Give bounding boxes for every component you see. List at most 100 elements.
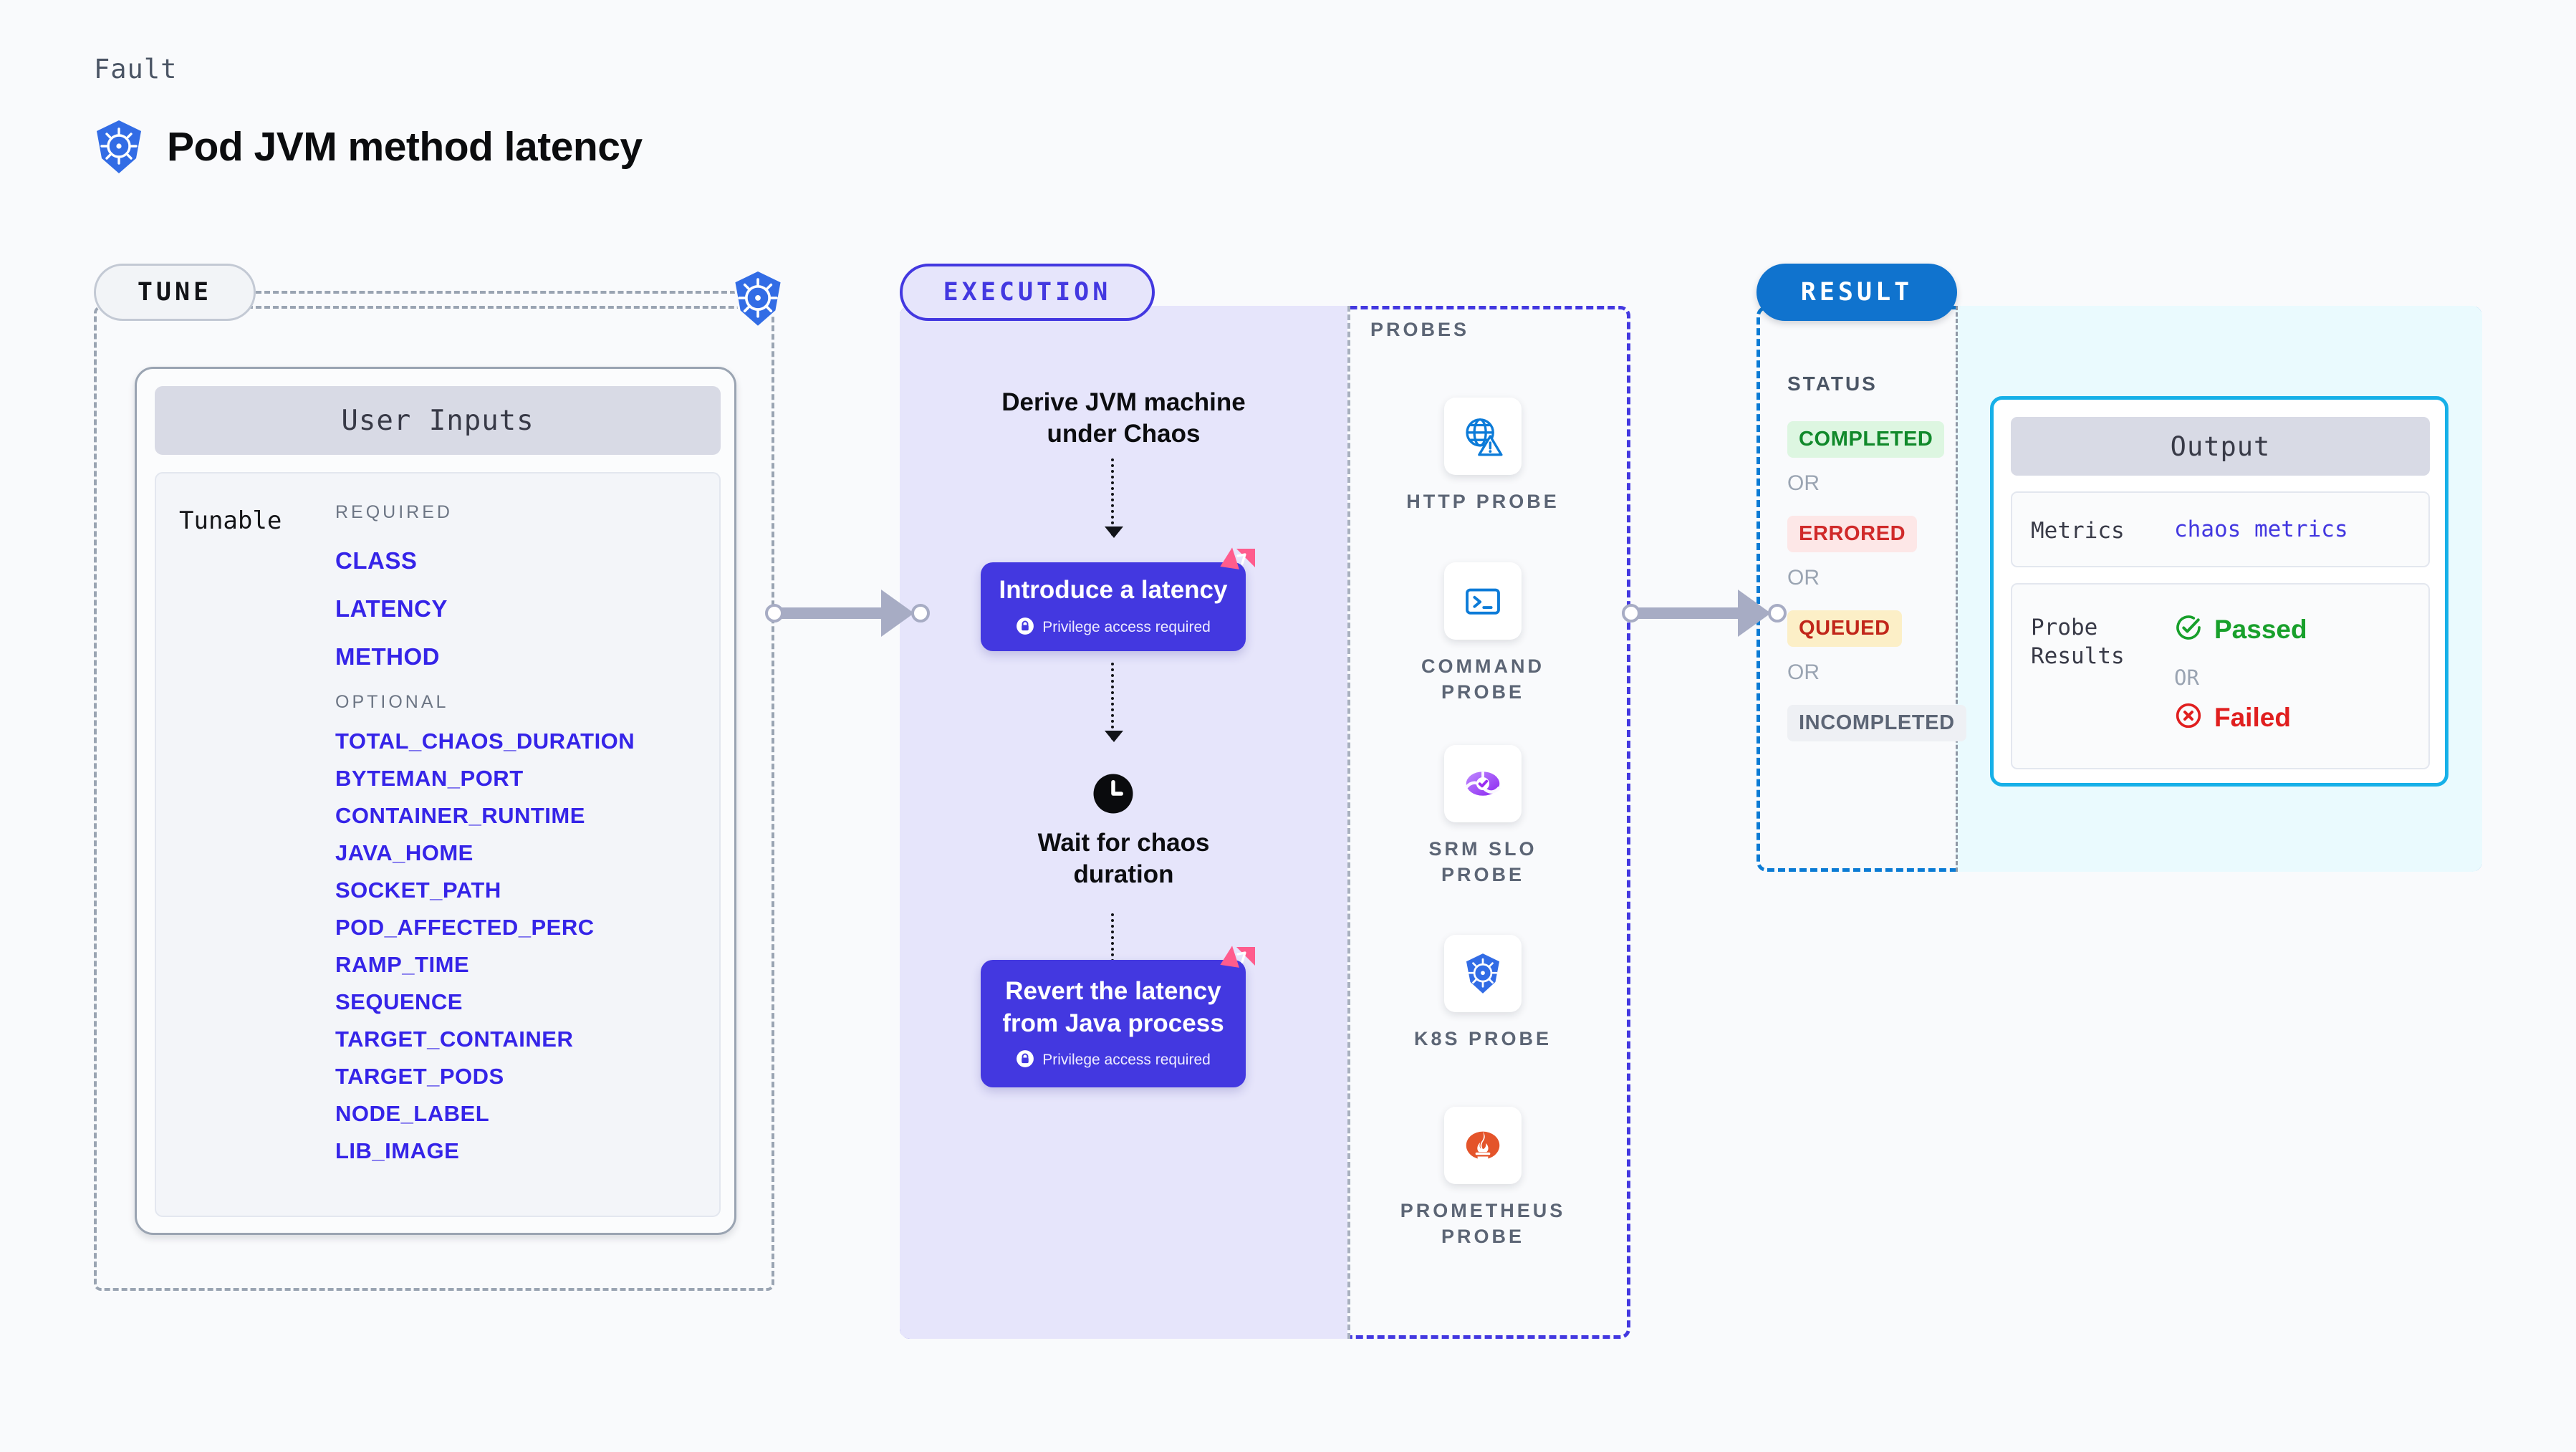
probes-divider xyxy=(1347,306,1350,1339)
optional-parameter-item[interactable]: NODE_LABEL xyxy=(335,1101,490,1126)
tune-area xyxy=(94,306,774,1291)
status-or-label: OR xyxy=(1787,471,1820,495)
connector-arrowhead xyxy=(1738,590,1771,637)
status-badge-completed: COMPLETED xyxy=(1787,421,1945,458)
tune-kubernetes-badge-icon xyxy=(731,269,785,332)
flow-arrow-1 xyxy=(1105,458,1123,538)
required-parameter-item[interactable]: METHOD xyxy=(335,643,440,670)
lock-icon xyxy=(1016,617,1034,639)
optional-parameter-item[interactable]: TOTAL_CHAOS_DURATION xyxy=(335,729,635,754)
optional-parameter-item[interactable]: LIB_IMAGE xyxy=(335,1138,460,1163)
connector-dot-end xyxy=(1768,604,1787,622)
optional-parameter-item[interactable]: JAVA_HOME xyxy=(335,840,474,865)
status-title: STATUS xyxy=(1787,372,1878,395)
required-group-label: REQUIRED xyxy=(335,502,453,522)
optional-parameter-item[interactable]: POD_AFFECTED_PERC xyxy=(335,915,595,940)
flow-arrow-2 xyxy=(1105,663,1123,742)
status-badge-queued: QUEUED xyxy=(1787,610,1902,647)
terminal-icon xyxy=(1444,562,1522,640)
tune-pill[interactable]: TUNE xyxy=(94,264,256,321)
litmus-chaos-icon-2 xyxy=(1216,944,1258,988)
passed-label: Passed xyxy=(2214,614,2307,644)
execution-pill[interactable]: EXECUTION xyxy=(900,264,1155,321)
clock-icon xyxy=(1092,772,1135,819)
required-parameter-list: CLASS LATENCY METHOD xyxy=(335,547,708,670)
globe-warning-icon xyxy=(1444,398,1522,475)
result-status-divider xyxy=(1956,306,1958,872)
privilege-text-1: Privilege access required xyxy=(1042,619,1211,636)
probe-result-failed: Failed xyxy=(2174,701,2291,734)
connector-dot-start xyxy=(765,604,784,622)
status-badge-errored: ERRORED xyxy=(1787,516,1918,552)
connector-bar xyxy=(781,607,881,619)
metrics-value-link[interactable]: chaos metrics xyxy=(2174,516,2348,542)
tune-to-execution-connector xyxy=(765,590,930,637)
status-or-label: OR xyxy=(1787,660,1820,684)
probe-item-k8s[interactable]: K8S PROBE xyxy=(1365,935,1601,1052)
connector-dot-end xyxy=(911,604,930,622)
probe-result-or: OR xyxy=(2174,665,2199,690)
status-or-label: OR xyxy=(1787,566,1820,590)
result-pill[interactable]: RESULT xyxy=(1756,264,1957,321)
kubernetes-icon xyxy=(94,119,144,175)
failed-label: Failed xyxy=(2214,702,2291,732)
optional-parameter-item[interactable]: BYTEMAN_PORT xyxy=(335,766,524,791)
connector-bar xyxy=(1638,607,1738,619)
execution-fill xyxy=(900,306,1347,1339)
privilege-row-2: Privilege access required xyxy=(1016,1049,1211,1072)
metrics-key: Metrics xyxy=(2031,518,2125,544)
required-parameter-item[interactable]: LATENCY xyxy=(335,595,448,622)
metrics-row: Metrics chaos metrics xyxy=(2011,491,2430,567)
check-circle-icon xyxy=(2174,613,2203,645)
x-circle-icon xyxy=(2174,701,2203,734)
parameter-column: REQUIRED CLASS LATENCY METHOD OPTIONAL TOT… xyxy=(335,502,708,1164)
optional-parameter-item[interactable]: RAMP_TIME xyxy=(335,952,470,977)
privilege-text-2: Privilege access required xyxy=(1042,1052,1211,1069)
output-title: Output xyxy=(2011,417,2430,476)
prometheus-icon xyxy=(1444,1107,1522,1184)
page-header: Pod JVM method latency xyxy=(94,119,643,175)
required-parameter-item[interactable]: CLASS xyxy=(335,547,418,574)
lock-icon xyxy=(1016,1049,1034,1072)
optional-parameter-list: TOTAL_CHAOS_DURATION BYTEMAN_PORT CONTAINE… xyxy=(335,729,708,1164)
page-title: Pod JVM method latency xyxy=(167,124,643,170)
execution-block-introduce-latency[interactable]: Introduce a latency Privilege access req… xyxy=(981,562,1246,651)
probe-item-http[interactable]: HTTP PROBE xyxy=(1365,398,1601,515)
probe-label-http: HTTP PROBE xyxy=(1406,491,1559,512)
page-kicker: Fault xyxy=(94,54,178,85)
slo-gauge-icon xyxy=(1444,745,1522,822)
kubernetes-icon xyxy=(1444,935,1522,1012)
tune-pill-connector xyxy=(256,291,736,294)
connector-arrowhead xyxy=(881,590,914,637)
optional-parameter-item[interactable]: TARGET_CONTAINER xyxy=(335,1027,574,1052)
probe-label-k8s: K8S PROBE xyxy=(1413,1028,1552,1049)
probes-title: PROBES xyxy=(1370,319,1470,340)
status-badge-incompleted: INCOMPLETED xyxy=(1787,705,1966,741)
optional-parameter-item[interactable]: SEQUENCE xyxy=(335,989,463,1014)
optional-parameter-item[interactable]: TARGET_PODS xyxy=(335,1064,504,1089)
probe-result-passed: Passed xyxy=(2174,613,2307,645)
privilege-row-1: Privilege access required xyxy=(1016,617,1211,639)
optional-parameter-item[interactable]: SOCKET_PATH xyxy=(335,878,501,903)
execution-to-result-connector xyxy=(1622,590,1787,637)
litmus-chaos-icon-1 xyxy=(1216,546,1258,590)
user-inputs-title: User Inputs xyxy=(155,386,721,455)
optional-group-label: OPTIONAL xyxy=(335,692,449,712)
optional-parameter-item[interactable]: CONTAINER_RUNTIME xyxy=(335,803,585,828)
